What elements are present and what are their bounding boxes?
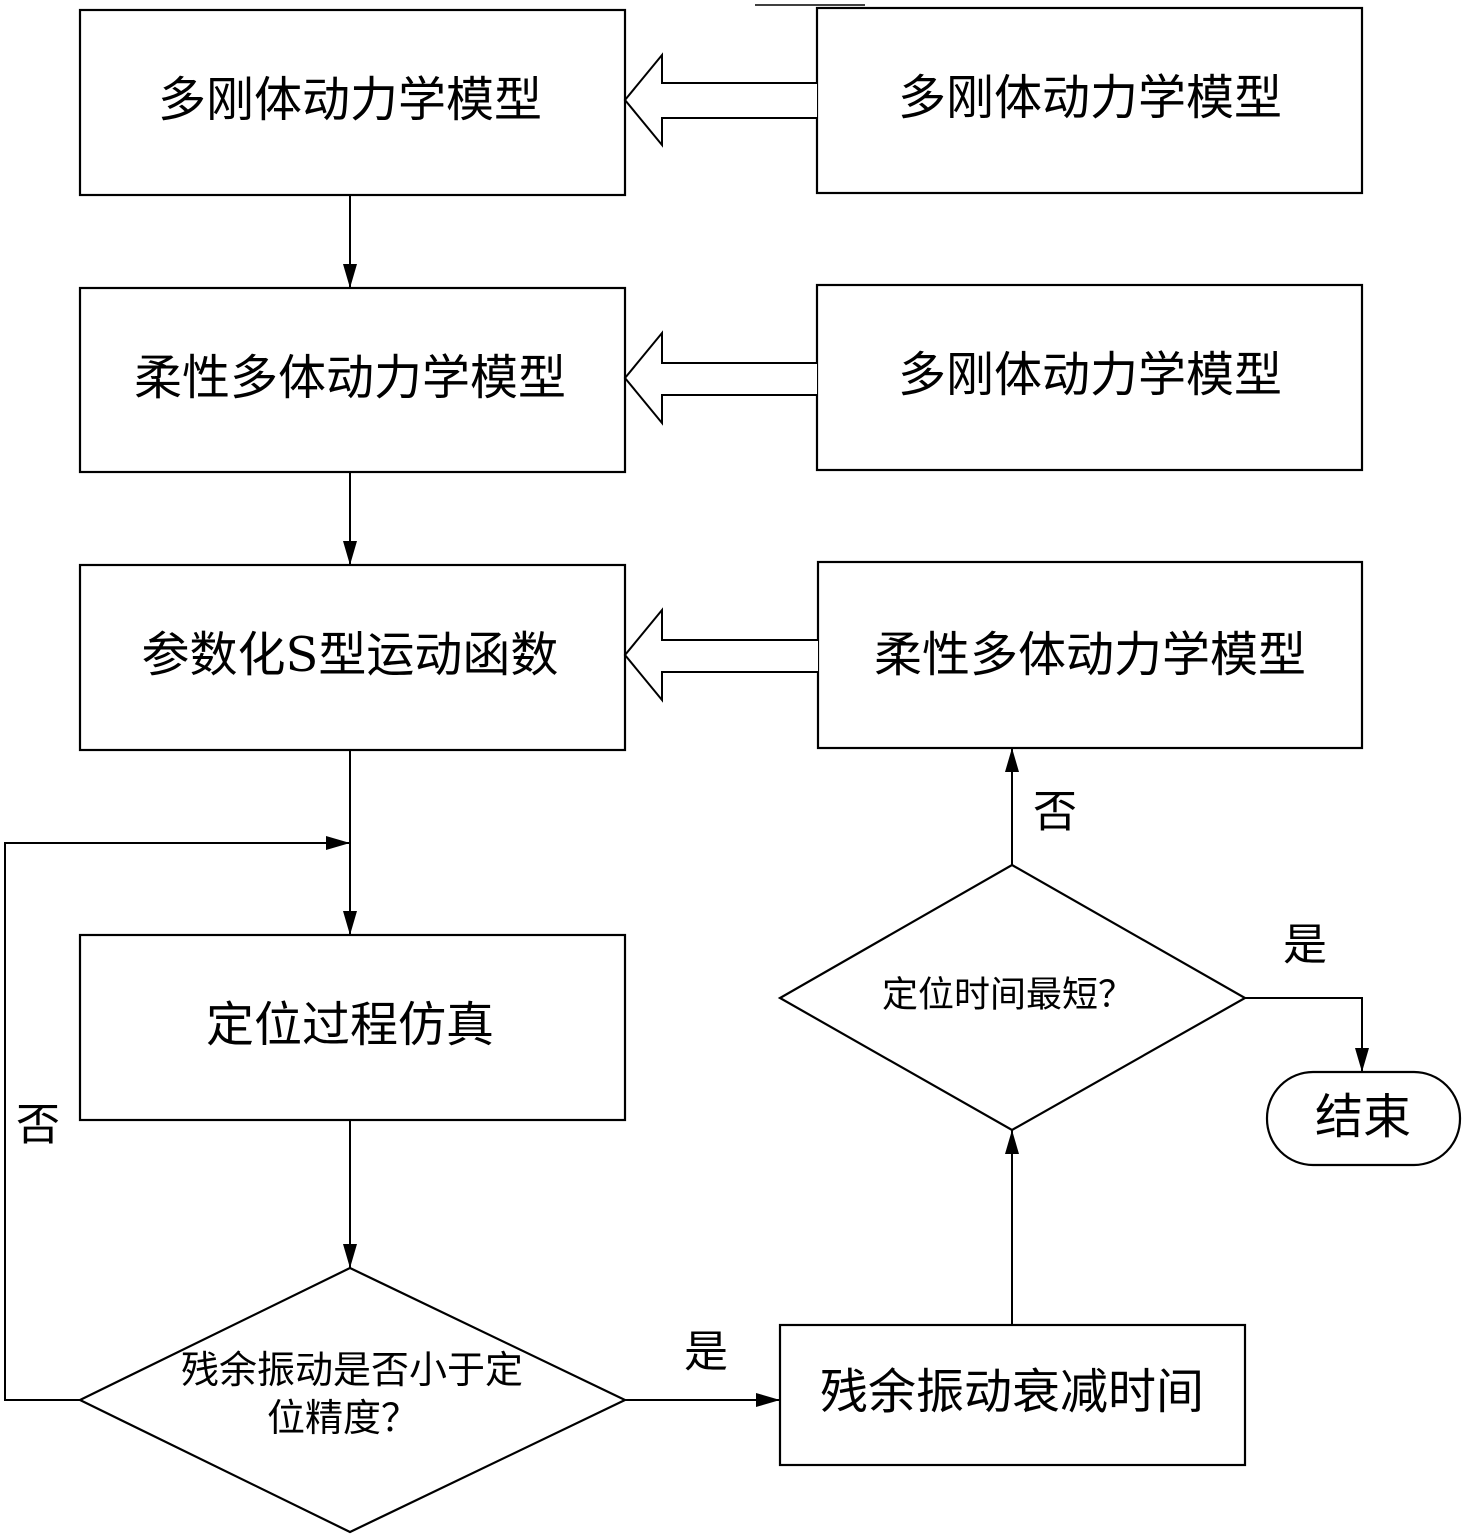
positioning-simulation-text: 定位过程仿真 <box>206 997 494 1053</box>
right-flexible-model-text: 柔性多体动力学模型 <box>874 627 1306 683</box>
hollow-arrow-1 <box>625 55 817 145</box>
end-terminal-text: 结束 <box>1315 1089 1411 1145</box>
label-no-to-flexible: 否 <box>1033 787 1077 838</box>
right-rigid-model-text-1: 多刚体动力学模型 <box>898 70 1282 126</box>
left-rigid-model-text: 多刚体动力学模型 <box>158 72 542 128</box>
hollow-arrow-2 <box>625 333 817 423</box>
residual-vibration-decision-text-line1: 残余振动是否小于定 <box>181 1348 523 1392</box>
right-rigid-model-text-2: 多刚体动力学模型 <box>898 347 1282 403</box>
label-no-loop-left: 否 <box>16 1100 60 1151</box>
label-yes-to-end: 是 <box>1283 920 1327 971</box>
left-flexible-model-text: 柔性多体动力学模型 <box>134 350 566 406</box>
hollow-arrow-3 <box>625 610 818 700</box>
decay-time-text: 残余振动衰减时间 <box>820 1364 1204 1420</box>
label-yes-to-decay: 是 <box>684 1327 728 1378</box>
shortest-time-decision-text: 定位时间最短？ <box>882 975 1134 1016</box>
arrow-yes-to-end <box>1245 998 1362 1072</box>
residual-vibration-decision-text-line2: 位精度？ <box>267 1396 419 1440</box>
s-curve-function-text: 参数化S型运动函数 <box>142 627 559 683</box>
